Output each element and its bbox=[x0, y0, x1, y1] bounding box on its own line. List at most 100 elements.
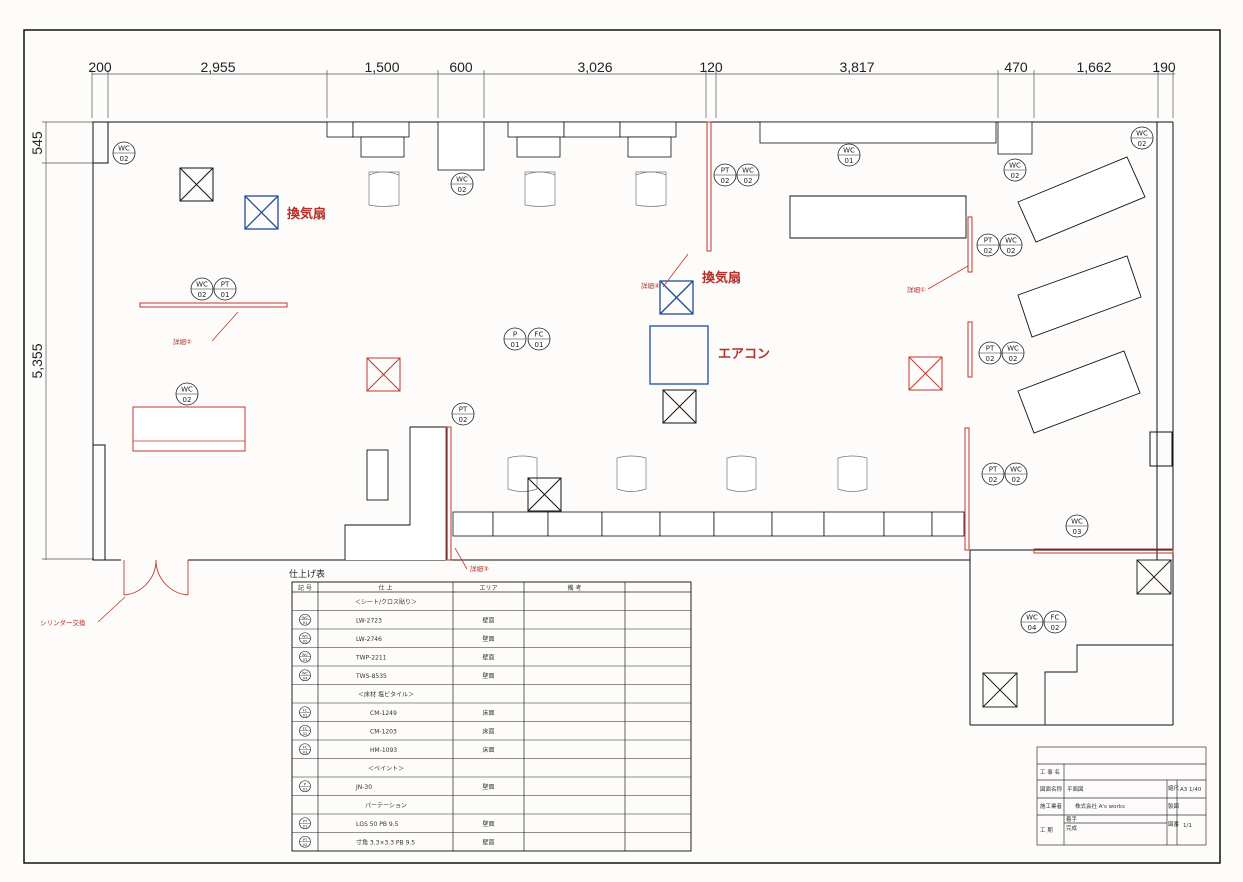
tb-project-label: 工 事 名 bbox=[1040, 768, 1060, 776]
row-finish: ＜シート/クロス貼り＞ bbox=[355, 598, 417, 606]
row-area: 壁面 bbox=[482, 672, 494, 680]
row-code: PT bbox=[303, 838, 308, 842]
tag-number: 02 bbox=[984, 247, 993, 255]
row-finish: JN-30 bbox=[355, 784, 372, 791]
tag-code: PT bbox=[721, 167, 730, 175]
row-area: 壁面 bbox=[482, 820, 494, 828]
finish-tag-t9: PT 01 bbox=[213, 277, 237, 301]
tag-number: 02 bbox=[721, 177, 730, 185]
tag-number: 02 bbox=[1007, 247, 1016, 255]
tb-drawing-label: 図面名称 bbox=[1040, 785, 1063, 793]
detail-note-3: 詳細③ bbox=[470, 564, 489, 573]
tag-code: WC bbox=[843, 147, 855, 155]
finish-table-title: 仕上げ表 bbox=[289, 568, 325, 580]
tag-code: WC bbox=[196, 281, 208, 289]
dim-top-10: 190 bbox=[1152, 59, 1176, 75]
tag-code: WC bbox=[1026, 614, 1038, 622]
dim-top-9: 1,662 bbox=[1076, 59, 1111, 75]
dim-top-6: 120 bbox=[699, 59, 723, 75]
row-area: 壁面 bbox=[482, 653, 494, 661]
tag-number: 02 bbox=[986, 355, 995, 363]
dim-top-3: 1,500 bbox=[364, 59, 399, 75]
tag-number: 02 bbox=[1011, 172, 1020, 180]
row-area: 壁面 bbox=[482, 635, 494, 643]
tag-number: 04 bbox=[1028, 624, 1037, 632]
tag-code: WC bbox=[1136, 130, 1148, 138]
tb-period-label: 工 期 bbox=[1040, 827, 1053, 834]
finish-tag-t5: WC 01 bbox=[837, 143, 861, 167]
tag-number: 01 bbox=[845, 157, 854, 165]
tag-number: 02 bbox=[183, 396, 192, 404]
ventilation-fan-icon bbox=[244, 195, 279, 230]
table-header: エリア bbox=[479, 585, 497, 592]
top-dimension-line bbox=[91, 70, 1175, 118]
angled-desks bbox=[1017, 156, 1146, 434]
top-dimension-values: 200 2,955 1,500 600 3,026 120 3,817 470 … bbox=[88, 59, 1176, 75]
tag-number: 01 bbox=[535, 341, 544, 349]
left-dimension-line bbox=[42, 121, 94, 560]
row-code-num: 02 bbox=[303, 843, 308, 847]
tag-code: WC bbox=[1009, 162, 1021, 170]
tag-code: PT bbox=[986, 345, 995, 353]
reception-block bbox=[344, 426, 448, 560]
row-area: 壁面 bbox=[482, 783, 494, 791]
tag-number: 01 bbox=[221, 291, 230, 299]
row-code: FC bbox=[303, 708, 308, 712]
chairs-top bbox=[368, 171, 667, 207]
row-finish: CM-1203 bbox=[370, 728, 397, 735]
row-code-num: 02 bbox=[303, 639, 308, 643]
row-code: WC bbox=[302, 653, 309, 657]
row-area: 床面 bbox=[482, 746, 494, 754]
tb-drawing-value: 平面図 bbox=[1067, 786, 1084, 793]
chairs-bottom bbox=[507, 455, 868, 492]
tag-code: PT bbox=[221, 281, 230, 289]
drawing-frame bbox=[23, 29, 1221, 864]
ceiling-fixtures bbox=[179, 167, 943, 512]
tag-code: WC bbox=[1007, 345, 1019, 353]
row-code-num: 01 bbox=[303, 713, 308, 717]
partitions bbox=[139, 121, 1174, 561]
desk-right bbox=[789, 195, 967, 239]
finish-tag-t11: WC 02 bbox=[999, 233, 1023, 257]
row-finish: TWP-2211 bbox=[355, 654, 387, 661]
table-row: ＜ペイント＞ bbox=[368, 765, 404, 772]
tb-drafter-label: 製図 bbox=[1168, 802, 1180, 810]
row-area: 床面 bbox=[482, 727, 494, 735]
dim-top-1: 200 bbox=[88, 59, 112, 75]
top-fixtures bbox=[326, 121, 1033, 171]
dim-left-2: 5,355 bbox=[29, 343, 45, 378]
tag-number: 02 bbox=[458, 186, 467, 194]
row-area: 壁面 bbox=[482, 616, 494, 624]
row-finish: ＜ペイント＞ bbox=[368, 765, 404, 772]
fan-label: 換気扇 bbox=[287, 206, 326, 222]
row-finish: LW-2723 bbox=[356, 617, 382, 624]
tag-code: PT bbox=[459, 406, 468, 414]
row-code: WC bbox=[302, 634, 309, 638]
tag-number: 02 bbox=[1051, 624, 1060, 632]
finish-tag-t17: PT 02 bbox=[978, 341, 1002, 365]
row-finish: LGS 50 PB 9.5 bbox=[356, 821, 399, 828]
tag-code: WC bbox=[742, 167, 754, 175]
finish-tag-t12: P01 bbox=[503, 327, 527, 351]
tag-code: WC bbox=[1071, 518, 1083, 526]
table-row: パーテーション bbox=[365, 802, 407, 809]
row-code-num: 04 bbox=[303, 676, 308, 680]
table-header: 備 考 bbox=[568, 584, 582, 592]
dim-top-4: 600 bbox=[449, 59, 473, 75]
tag-code: WC bbox=[1005, 237, 1017, 245]
tag-number: 02 bbox=[459, 416, 468, 424]
tb-scale-value: A3 1/40 bbox=[1180, 787, 1202, 793]
row-code: FC bbox=[303, 745, 308, 749]
tb-end-label: 完成 bbox=[1066, 824, 1078, 832]
row-finish: TWS-8535 bbox=[355, 673, 387, 680]
